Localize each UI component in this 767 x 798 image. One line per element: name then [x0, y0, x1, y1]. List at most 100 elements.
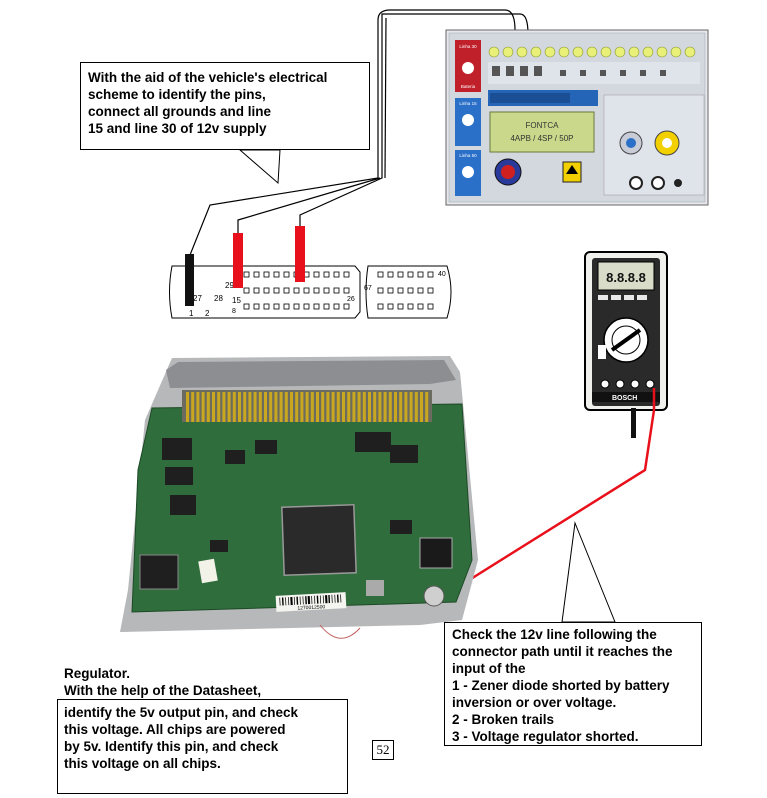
header-pin [316, 392, 319, 422]
ecu-board: 1270012500 [120, 356, 478, 639]
connector-pin [273, 287, 280, 294]
connector-pin [243, 287, 250, 294]
connector-pin [333, 287, 340, 294]
callout-12v-line-check: Check the 12v line following the connect… [444, 622, 702, 746]
connector-pin [377, 303, 384, 310]
header-pin [414, 392, 418, 422]
connector-pin [333, 271, 340, 278]
header-pin [310, 392, 314, 422]
connector-pin [417, 271, 424, 278]
connector-pin [343, 303, 350, 310]
connector-pin [273, 303, 280, 310]
callout-line: this voltage on all chips. [64, 756, 221, 771]
header-pin [368, 392, 371, 422]
connector-pin [377, 271, 384, 278]
connector-pin [323, 271, 330, 278]
connector-pin [407, 303, 414, 310]
regulator-chip [419, 537, 453, 569]
ecu-sticker-number: 1270012500 [297, 604, 325, 611]
connector-pin [377, 287, 384, 294]
header-pin [243, 392, 247, 422]
line15-label: Linha 15 [459, 101, 477, 106]
connector-pin [273, 271, 280, 278]
connector-pin [397, 271, 404, 278]
pin-label-28: 28 [214, 294, 223, 303]
header-pin [300, 392, 304, 422]
callout-line: inversion or over voltage. [452, 695, 617, 710]
led-row [488, 46, 696, 58]
header-pin [357, 392, 361, 422]
lcd-line-1: FONTCA [526, 121, 560, 130]
microcontroller-chip [281, 503, 357, 577]
connector-pin [263, 271, 270, 278]
header-pin [336, 392, 340, 422]
pin-label-67: 67 [364, 285, 372, 292]
connector-pin [293, 287, 300, 294]
connector-pin [407, 271, 414, 278]
connector-pin [253, 287, 260, 294]
callout-line: this voltage. All chips are powered [64, 722, 286, 737]
pin-label-1: 1 [189, 309, 194, 318]
header-pin [373, 392, 377, 422]
pin-label-27: 27 [193, 294, 202, 303]
connector-pin [303, 303, 310, 310]
header-pin [264, 392, 267, 422]
connector-pin [243, 271, 250, 278]
connector-pin [427, 303, 434, 310]
connector-pins-secondary [377, 271, 434, 310]
header-pin [420, 392, 423, 422]
header-pin [321, 392, 325, 422]
header-pin [352, 392, 356, 422]
callout-line: 3 - Voltage regulator shorted. [452, 729, 639, 744]
connector-pin [283, 287, 290, 294]
header-pin [201, 392, 205, 422]
header-pin [295, 392, 299, 422]
simulator-lcd [489, 111, 595, 153]
connector-pin [263, 303, 270, 310]
header-pin [196, 392, 200, 422]
connector-pin [313, 287, 320, 294]
pin-label-29: 29 [225, 281, 234, 290]
callout-line: scheme to identify the pins, [88, 87, 266, 102]
connector-pin [253, 271, 260, 278]
connector-pin [283, 303, 290, 310]
line30-label: Linha 30 [459, 44, 477, 49]
header-pin [399, 392, 403, 422]
header-pin [248, 392, 252, 422]
header-pin [342, 392, 345, 422]
header-pin [326, 392, 330, 422]
header-pin [222, 392, 226, 422]
header-pin [331, 392, 335, 422]
connector-pin [427, 271, 434, 278]
callout-line: 2 - Broken trails [452, 712, 555, 727]
connector-pin [323, 303, 330, 310]
header-pin [274, 392, 278, 422]
header-pin [191, 392, 195, 422]
header-pin [305, 392, 309, 422]
connector-pin [417, 287, 424, 294]
header-pin [253, 392, 257, 422]
pin-label-2: 2 [205, 309, 210, 318]
header-pin [269, 392, 273, 422]
multimeter-brand: BOSCH [612, 395, 637, 402]
lcd-line-2: 4APB / 4SP / 50P [510, 134, 573, 143]
header-pin [227, 392, 231, 422]
multimeter-display: 8.8.8.8 [606, 270, 646, 285]
header-pin [186, 392, 189, 422]
header-pin [206, 392, 210, 422]
connector-pin [263, 287, 270, 294]
pin-label-26: 26 [347, 296, 355, 303]
header-pin [378, 392, 382, 422]
header-pin [383, 392, 387, 422]
connector-pin [407, 287, 414, 294]
header-pin [232, 392, 236, 422]
header-pin [347, 392, 351, 422]
callout-regulator: identify the 5v output pin, and check th… [57, 699, 348, 794]
connector-pin [387, 303, 394, 310]
pin-label-8: 8 [232, 308, 236, 315]
header-pin [394, 392, 397, 422]
pin-label-40: 40 [438, 271, 446, 278]
header-pin [238, 392, 241, 422]
connector-pin [313, 303, 320, 310]
